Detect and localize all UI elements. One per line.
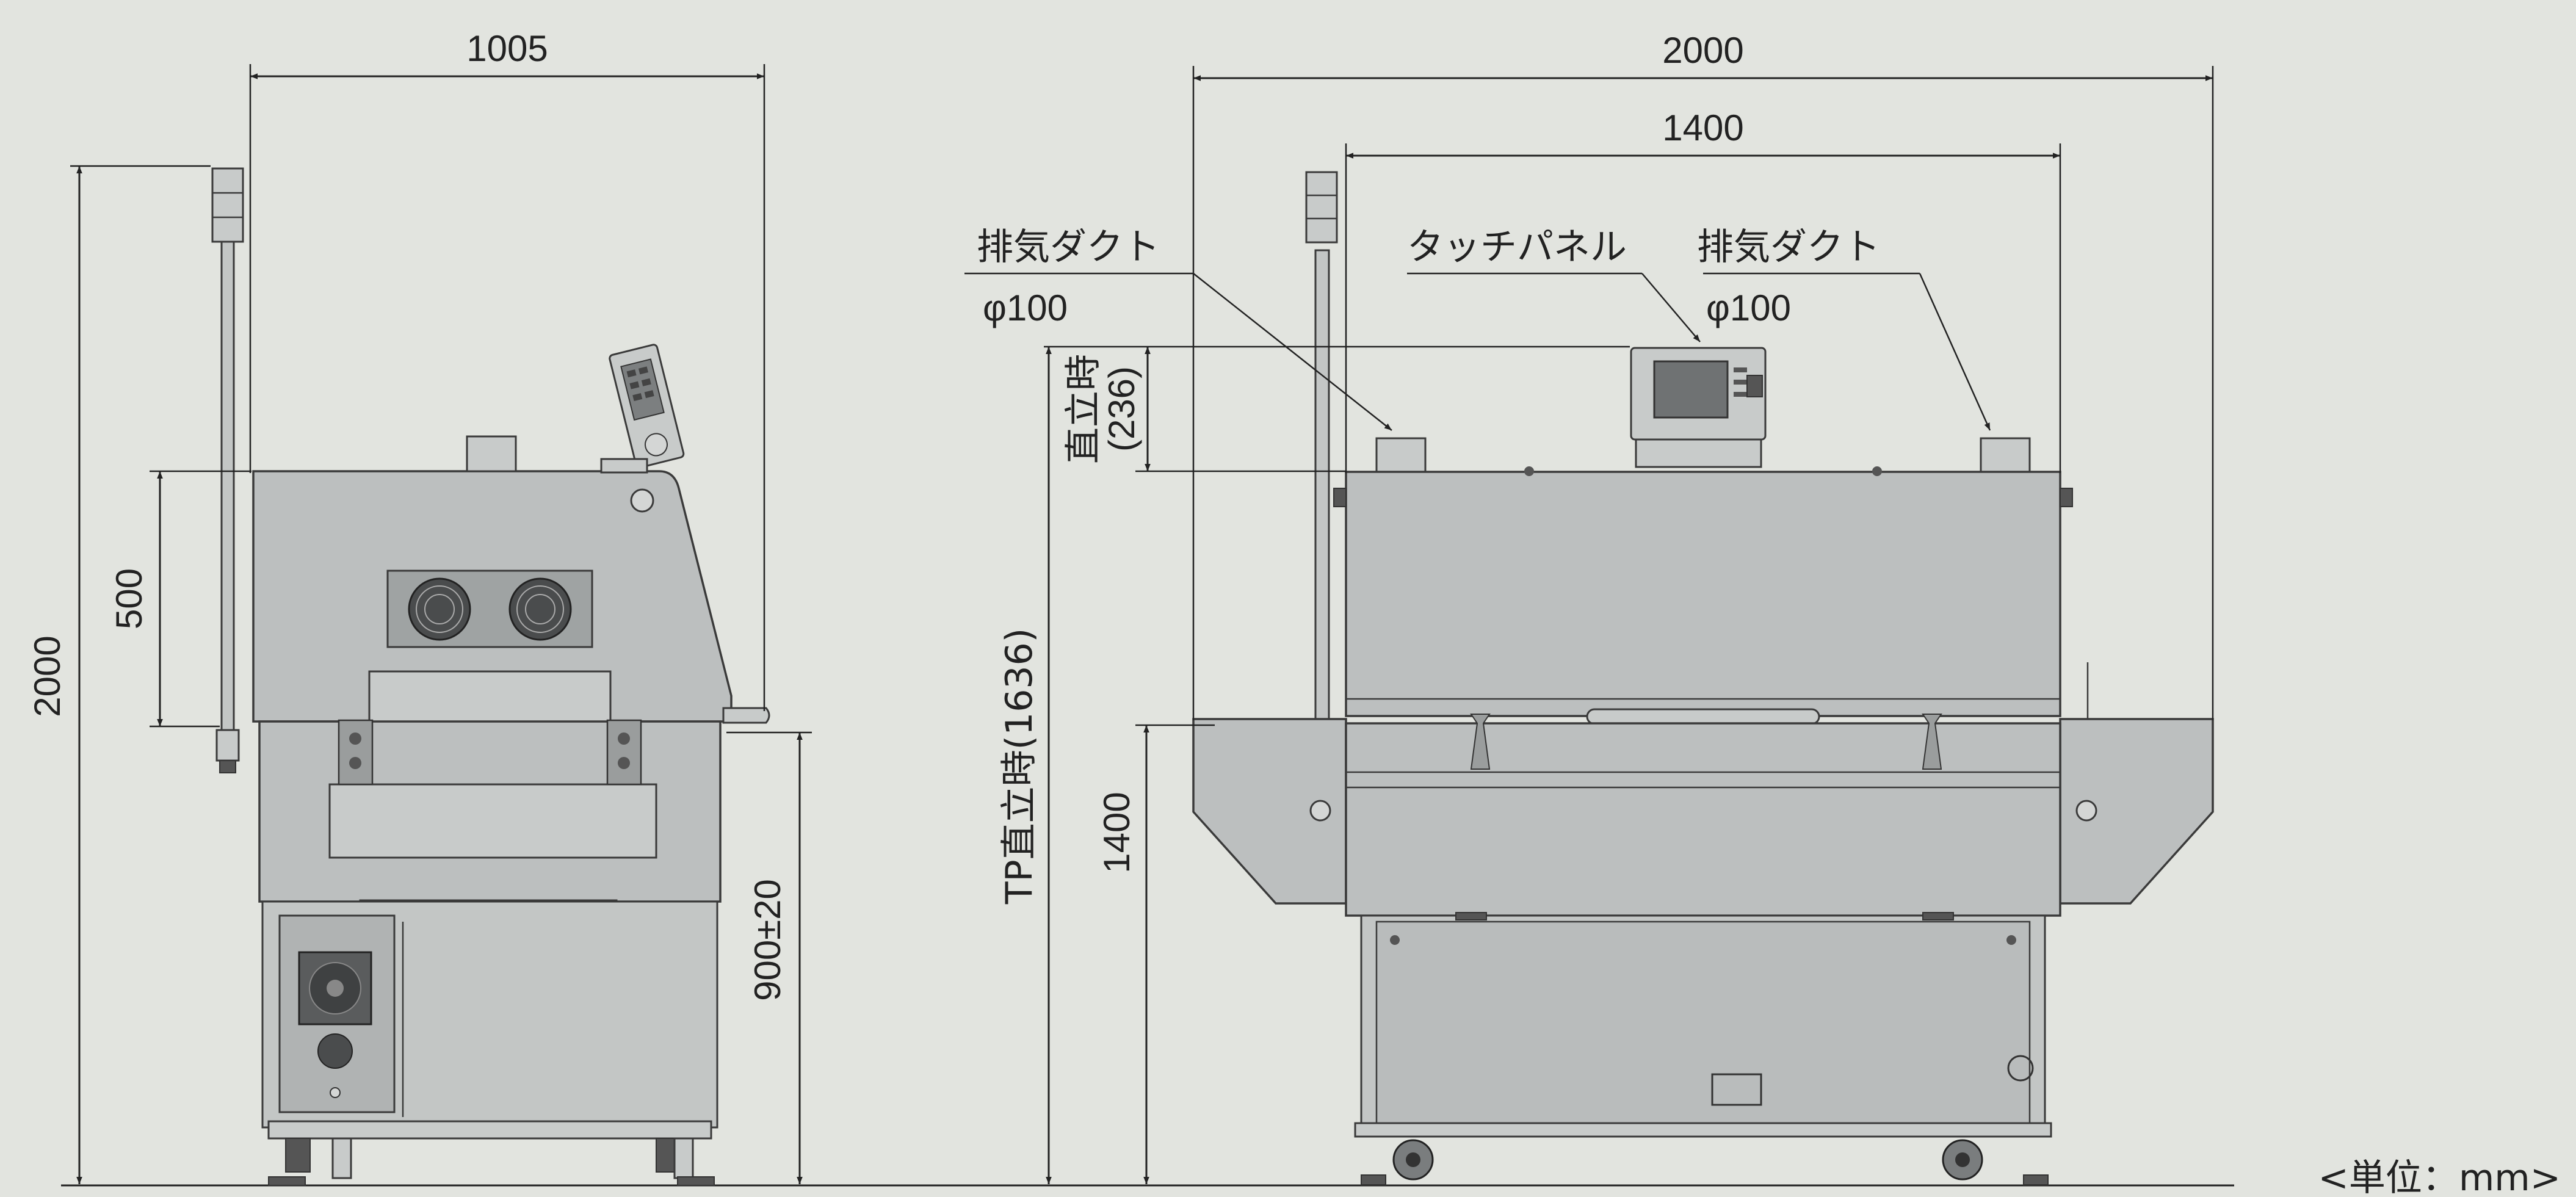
dim-tp-upright-label: 直立時	[1062, 354, 1105, 464]
front-signal-tower	[1305, 171, 1338, 721]
front-dimensions: 2000 1400 直立時 (236) TP直立時(1636) 1400	[998, 30, 2214, 1184]
dim-side-width: 1005	[466, 28, 548, 69]
signal-tower	[211, 167, 244, 773]
label-touch-panel: タッチパネル	[1407, 226, 1627, 269]
front-exhaust-left	[1375, 437, 1427, 473]
front-wing-left	[1192, 718, 1347, 905]
dim-front-conveyor-height: 1400	[1096, 792, 1137, 873]
dim-side-height: 2000	[27, 635, 68, 717]
front-conveyor	[1345, 722, 2061, 917]
unit-note: <単位：mm>	[2318, 1157, 2561, 1197]
front-casters	[1361, 1139, 2049, 1185]
callouts: 排気ダクト φ100 タッチパネル 排気ダクト φ100	[964, 226, 1991, 431]
side-exhaust-stub	[466, 435, 517, 472]
dim-tp-upright-value: (236)	[1101, 366, 1142, 452]
label-exhaust-duct-left-size: φ100	[983, 287, 1068, 328]
label-exhaust-duct-right-size: φ100	[1706, 287, 1791, 328]
front-view	[1192, 171, 2214, 1185]
dim-side-upper: 500	[109, 568, 150, 629]
side-fan-panel	[386, 570, 593, 648]
side-speaker	[317, 1033, 353, 1069]
side-tunnel	[368, 670, 612, 723]
side-hood-knob	[630, 488, 654, 513]
side-handle	[722, 707, 770, 724]
side-dimensions: 1005 2000 500 900±20	[27, 28, 812, 1184]
dim-tp-total: TP直立時(1636)	[998, 628, 1041, 905]
dim-front-body-width: 1400	[1662, 107, 1743, 148]
side-touch-panel	[609, 344, 685, 469]
front-hood	[1345, 471, 2061, 717]
dim-front-width: 2000	[1662, 30, 1743, 71]
label-exhaust-duct-right: 排気ダクト	[1697, 226, 1880, 269]
label-exhaust-duct-left: 排気ダクト	[977, 226, 1160, 269]
front-exhaust-right	[1980, 437, 2031, 473]
front-touch-panel	[1630, 347, 1767, 468]
dim-side-conveyor-height: 900±20	[747, 879, 788, 1001]
side-view	[211, 167, 770, 1186]
